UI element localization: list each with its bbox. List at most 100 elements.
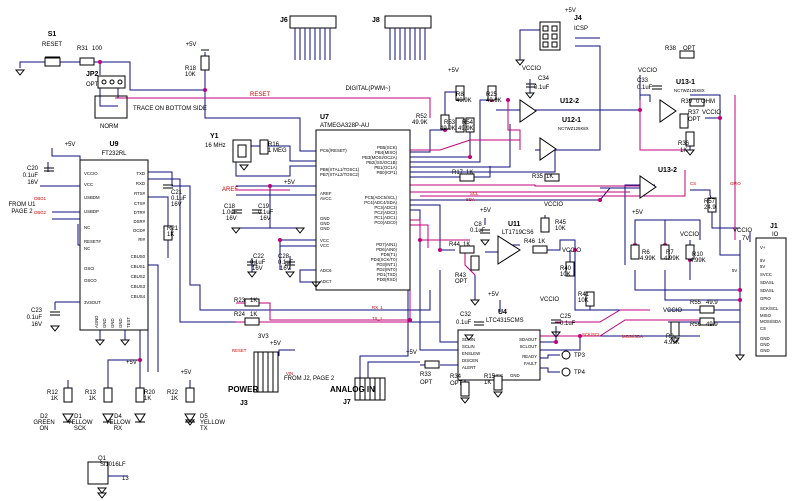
testpoint-tp4: TP4 [561,367,586,377]
svg-text:C19: C19 [258,204,270,210]
svg-text:PB4(MISO): PB4(MISO) [375,150,398,155]
svg-text:DTR#: DTR# [134,210,146,215]
svg-text:100: 100 [92,46,103,52]
svg-text:CTS#: CTS# [134,201,146,206]
resistor-r44: R44 1K [449,242,475,254]
svg-text:R13: R13 [85,390,97,396]
svg-text:R15: R15 [484,374,496,380]
svg-text:R18: R18 [185,66,197,72]
connector-j3: 3V3 +5V RESET VIN FROM J2, PAGE 2 POWER … [228,334,335,407]
ic-u9-ft232rl: U9 FT232RL VCCIO VCC USBDM USBDP NC RESE… [79,141,149,331]
svg-text:GND: GND [102,318,107,328]
svg-text:ENSLEW: ENSLEW [462,351,481,356]
svg-text:SDASL: SDASL [760,288,775,293]
svg-text:1K: 1K [680,148,687,154]
svg-text:+5V: +5V [65,142,76,148]
svg-text:SDAOUT: SDAOUT [519,337,537,342]
from-u1-label: FROM U1 PAGE 2 DBG1 DBG2 [9,196,47,215]
svg-text:0 OHM: 0 OHM [696,99,715,105]
svg-text:U12-2: U12-2 [560,98,579,105]
svg-text:1K: 1K [51,396,58,402]
svg-text:5V: 5V [760,264,765,269]
svg-text:R33: R33 [420,372,432,378]
svg-text:VCCIO: VCCIO [544,202,563,208]
transistor-q1: Q1 Si1016LF 13 [87,456,129,494]
resistor-r8: R8 49.9K [455,85,472,104]
capacitor-c20: +5V C20 0.1uF 16V [23,142,76,186]
svg-text:OSCI: OSCI [84,266,95,271]
svg-text:SVCC: SVCC [760,272,772,277]
svg-text:4.99K: 4.99K [664,256,680,262]
svg-text:LTC4315CMS: LTC4315CMS [486,318,524,324]
svg-text:TP4: TP4 [574,370,586,376]
svg-text:POWER: POWER [228,385,258,394]
resistor-r31: R31 100 [77,46,103,66]
svg-text:ANALOG IN: ANALOG IN [330,385,375,394]
svg-text:R44: R44 [449,242,461,248]
svg-text:16V: 16V [171,202,182,208]
svg-text:+5V: +5V [480,208,491,214]
svg-text:CBUS3: CBUS3 [131,284,146,289]
jumper-jp2: JP2 OPT TRACE ON BOTTOM SIDE NORM [86,71,207,130]
svg-text:J7: J7 [343,399,351,406]
svg-text:J4: J4 [574,15,582,22]
svg-text:GND: GND [760,336,770,341]
svg-text:0.1uF: 0.1uF [27,315,43,321]
svg-text:VCCIO: VCCIO [522,66,541,72]
svg-text:VCCIO: VCCIO [540,297,559,303]
svg-text:RTS#: RTS# [134,191,146,196]
svg-text:R12: R12 [47,390,59,396]
svg-text:1K: 1K [171,396,178,402]
svg-text:PD2(INT0): PD2(INT0) [376,267,397,272]
buffer-u12-2: U12-2 [519,98,579,123]
svg-text:OPT: OPT [455,279,468,285]
resistor-r24: R24 1K TX_1 [234,312,383,326]
svg-text:PC1(ADC1): PC1(ADC1) [374,215,397,220]
svg-text:GND: GND [760,348,770,353]
capacitor-c22: C22 0.1uF 16V [247,254,266,272]
svg-text:J1: J1 [770,223,778,230]
svg-text:R56: R56 [690,322,702,328]
svg-text:Y1: Y1 [210,133,219,140]
svg-text:16V: 16V [280,266,291,272]
resistor-r39: R39 0 OHM [681,98,715,107]
led-d4: R20 1K D4 YELLOW RX [105,387,156,432]
resistor-r33: +5V R33 OPT [406,350,440,386]
svg-text:U4: U4 [498,309,507,316]
svg-text:VCC: VCC [320,238,329,243]
svg-text:5V: 5V [760,258,765,263]
resistor-r18: +5V R18 10K [185,42,210,78]
svg-text:1K: 1K [484,380,491,386]
svg-text:VCCIO: VCCIO [562,248,581,254]
resistor-r35: R35 1K [532,173,560,182]
svg-text:R20: R20 [144,390,156,396]
svg-text:10K: 10K [560,272,571,278]
svg-text:49.9: 49.9 [706,300,718,306]
svg-text:16V: 16V [260,216,271,222]
svg-text:RX: RX [114,426,122,432]
svg-text:RESET: RESET [232,348,247,353]
svg-text:ADC7: ADC7 [320,279,332,284]
capacitor-c8: +5V C8 0.1uF [470,208,491,234]
resistor-r36: R36 1K [678,131,695,154]
svg-text:IO: IO [772,232,779,238]
svg-text:GPIO: GPIO [760,296,771,301]
svg-text:LT1719CS6: LT1719CS6 [502,230,534,236]
svg-text:OPT: OPT [688,117,701,123]
svg-text:C32: C32 [460,312,472,318]
sckscl-net-label: SCK/SCL [582,332,601,337]
resistor-r6: R6 4.99K [630,244,656,262]
buffer-u13-2: U13-2 [639,167,677,199]
ground-symbols [49,59,746,499]
svg-text:PC6(/RESET): PC6(/RESET) [320,148,347,153]
svg-text:C18: C18 [224,204,236,210]
svg-text:R10: R10 [692,252,704,258]
ic-u7-atmega328p: U7 ATMEGA328P-AU PC6(/RESET) PB6(XTAL1/T… [315,114,411,291]
svg-text:R21: R21 [167,226,179,232]
svg-text:R16: R16 [268,142,280,148]
svg-text:D5: D5 [200,414,208,420]
svg-text:R41: R41 [578,292,590,298]
svg-text:VCCIO: VCCIO [663,308,682,314]
svg-text:0.1uF: 0.1uF [560,321,576,327]
svg-text:49.9K: 49.9K [486,98,502,104]
